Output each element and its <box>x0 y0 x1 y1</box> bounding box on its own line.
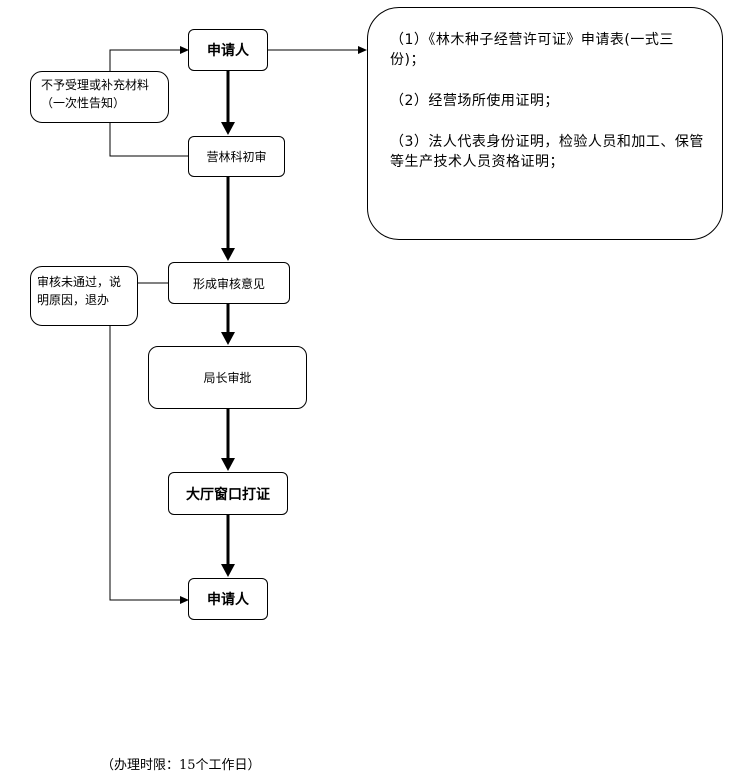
reject-note: 不予受理或补充材料 （一次性告知） <box>30 71 169 123</box>
preliminary-review-node: 营林科初审 <box>188 136 285 177</box>
processing-time-note: （办理时限：15个工作日） <box>101 758 261 773</box>
hall-window-node: 大厅窗口打证 <box>168 472 288 515</box>
preliminary-review-label: 营林科初审 <box>206 150 267 164</box>
director-approval-node: 局长审批 <box>148 346 307 409</box>
fail-note-line2: 明原因，退办 <box>37 293 110 307</box>
applicant-top-label: 申请人 <box>207 43 249 59</box>
requirement-item-3: （3）法人代表身份证明，检验人员和加工、保管等生产技术人员资格证明； <box>390 134 704 170</box>
fail-loop <box>109 282 189 604</box>
review-opinion-label: 形成审核意见 <box>192 276 265 291</box>
applicant-top-node: 申请人 <box>188 29 268 71</box>
reject-note-line2: （一次性告知） <box>41 96 126 110</box>
reject-note-line1: 不予受理或补充材料 <box>41 78 150 92</box>
requirements-arrow <box>268 46 367 54</box>
requirement-item-2: （2）经营场所使用证明； <box>390 93 559 109</box>
fail-note: 审核未通过，说 明原因，退办 <box>30 266 138 326</box>
review-opinion-node: 形成审核意见 <box>168 262 290 304</box>
hall-window-label: 大厅窗口打证 <box>186 486 270 503</box>
fail-note-line1: 审核未通过，说 <box>37 275 122 289</box>
director-approval-label: 局长审批 <box>203 371 252 385</box>
requirement-item-1: （1）《林木种子经营许可证》申请表(一式三份)； <box>390 32 674 68</box>
main-flow-arrows <box>221 70 235 577</box>
applicant-bottom-label: 申请人 <box>207 592 249 608</box>
requirements-box: （1）《林木种子经营许可证》申请表(一式三份)； （2）经营场所使用证明； （3… <box>367 7 723 240</box>
applicant-bottom-node: 申请人 <box>188 578 268 620</box>
